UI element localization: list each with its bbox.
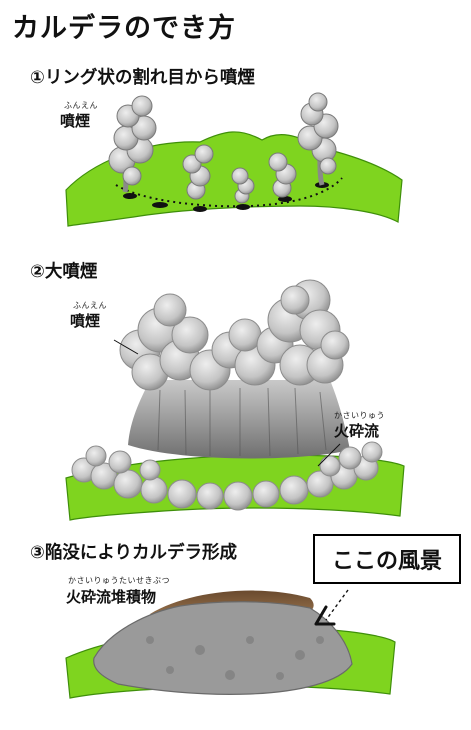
label-smoke-1: 噴煙 [60, 112, 91, 130]
callout-arrow [325, 589, 349, 621]
caldera-rim [150, 590, 314, 622]
ruby-pyroclastic-deposit: かさいりゅうたいせきぶつ [68, 576, 170, 585]
panel-3-caldera [65, 589, 396, 699]
step-3-heading: ③陥没によりカルデラ形成 [30, 543, 237, 563]
label-pyroclastic-deposit: 火砕流堆積物 [66, 588, 157, 606]
panel-1-ring-fracture [65, 92, 403, 227]
smoke-plumes-1 [108, 92, 339, 204]
pyroclastic-flow-puffs [71, 441, 383, 511]
callout-this-scenery: ここの風景 [313, 534, 461, 584]
ring-fracture-line [115, 177, 343, 208]
fracture-vents [123, 182, 329, 212]
pyroclastic-deposit [93, 601, 353, 695]
smoke-leader-2 [113, 339, 139, 355]
label-smoke-2: 噴煙 [70, 312, 101, 330]
column-streaks [157, 387, 327, 457]
callout-arrowhead [314, 605, 336, 626]
ruby-smoke-1: ふんえん [64, 101, 98, 110]
page-title: カルデラのでき方 [12, 13, 236, 44]
eruption-column [128, 380, 350, 459]
pyroclastic-flow-leader [317, 443, 341, 467]
ruby-pyroclastic-flow: かさいりゅう [334, 411, 385, 420]
step-1-heading: ①リング状の割れ目から噴煙 [30, 68, 255, 88]
ruby-smoke-2: ふんえん [73, 301, 107, 310]
label-pyroclastic-flow: 火砕流 [334, 422, 380, 440]
step-2-heading: ②大噴煙 [30, 262, 98, 282]
panel-2-large-eruption [65, 279, 405, 521]
eruption-cloud [119, 279, 350, 391]
deposit-texture [146, 636, 324, 680]
